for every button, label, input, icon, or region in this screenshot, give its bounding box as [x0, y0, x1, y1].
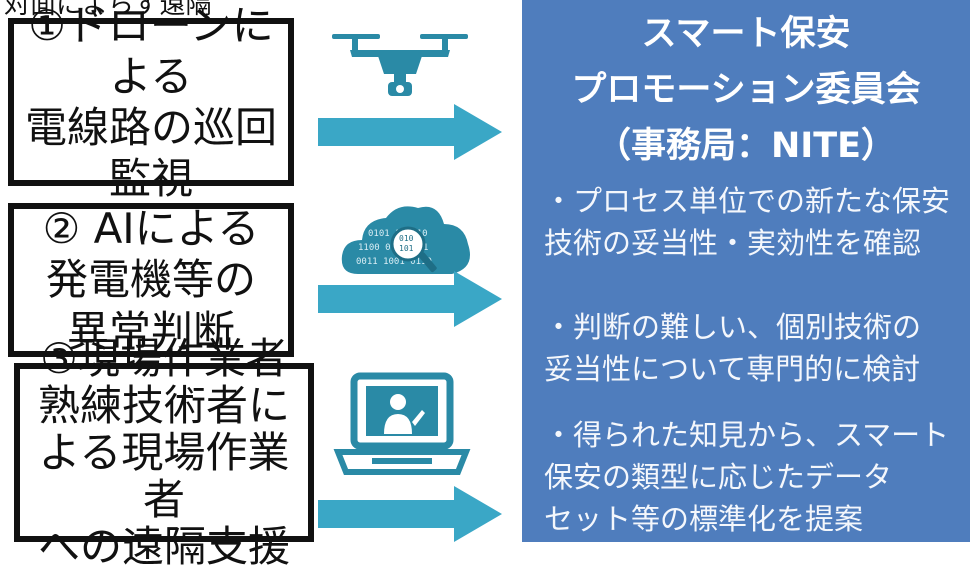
panel-bullet: ・得られた知見から、スマート 保安の類型に応じたデータ セット等の標準化を提案: [544, 414, 962, 540]
method-box-text: ①ドローンによる 電線路の巡回 監視: [14, 0, 288, 204]
method-box-remote-support: ③現場作業者 熟練技術者に よる現場作業者 への遠隔支援: [14, 335, 314, 570]
arrow-right-icon: [318, 104, 502, 160]
panel-bullet-line: ・判断の難しい、個別技術の: [544, 310, 922, 344]
method-box-line: への遠隔支援: [37, 522, 290, 571]
method-box-ai: ② AIによる 発電機等の 異常判断: [8, 203, 294, 357]
panel-title-line: スマート保安: [641, 14, 851, 54]
svg-text:101: 101: [399, 244, 414, 253]
panel-bullet-line: 妥当性について専門的に検討: [544, 352, 921, 386]
method-box-line: 熟練技術者に: [37, 380, 290, 430]
panel-bullet-line: ・得られた知見から、スマート: [544, 418, 950, 452]
panel-title-line: プロモーション委員会: [571, 70, 921, 110]
cloud-data-search-icon: 0101 10 010 1100 0110 101 0011 1001 0110…: [341, 206, 470, 274]
svg-text:010: 010: [399, 234, 414, 243]
method-box-line: ② AIによる: [42, 204, 260, 254]
method-box-text: ③現場作業者 熟練技術者に よる現場作業者 への遠隔支援: [20, 335, 308, 570]
laptop-remote-support-icon: [333, 372, 471, 475]
arrow-right-icon: [318, 271, 502, 327]
panel-bullet: ・プロセス単位での新たな保安 技術の妥当性・実効性を確認: [544, 180, 962, 264]
method-box-drone: ①ドローンによる 電線路の巡回 監視: [8, 1, 294, 203]
method-box-line: よる現場作業者: [38, 427, 290, 525]
committee-panel: スマート保安 プロモーション委員会 （事務局：NITE） ・プロセス単位での新た…: [522, 0, 970, 542]
drone-icon: [332, 34, 468, 96]
header-fragment: 対面によらず遠隔: [4, 0, 212, 20]
method-box-line: ③現場作業者: [40, 333, 288, 383]
method-box-line: 電線路の巡回: [24, 103, 277, 152]
method-box-line: 異常判断: [66, 306, 235, 356]
method-box-line: ①ドローンによる: [28, 0, 274, 101]
panel-title-line: （事務局：NITE）: [595, 126, 897, 166]
panel-bullet-line: 技術の妥当性・実効性を確認: [544, 226, 922, 260]
svg-text:0011 1001 0110: 0011 1001 0110: [356, 257, 432, 267]
panel-bullet-line: ・プロセス単位での新たな保安: [544, 184, 951, 218]
panel-bullet: ・判断の難しい、個別技術の 妥当性について専門的に検討: [544, 306, 962, 390]
panel-bullet-line: 保安の類型に応じたデータ: [544, 460, 893, 494]
method-box-text: ② AIによる 発電機等の 異常判断: [43, 203, 260, 357]
panel-bullet-line: セット等の標準化を提案: [544, 502, 864, 536]
method-box-line: 監視: [108, 154, 193, 204]
arrow-right-icon: [318, 486, 502, 542]
panel-title: スマート保安 プロモーション委員会 （事務局：NITE）: [522, 6, 970, 174]
method-box-line: 発電機等の: [45, 255, 256, 305]
